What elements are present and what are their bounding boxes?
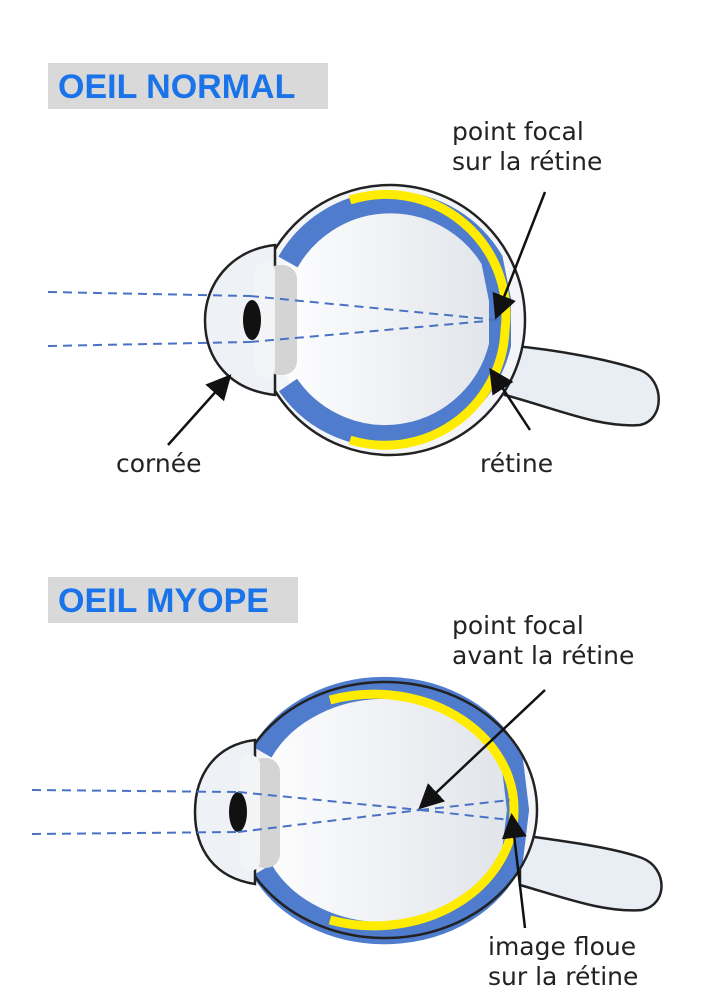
normal-title: OEIL NORMAL <box>58 68 295 106</box>
myopic-ray-top-inside <box>237 791 421 811</box>
myopic-vitreous-body <box>249 698 521 922</box>
myopic-ray-top-outside <box>31 789 239 793</box>
normal-eye-diagram: OEIL NORMAL point focal sur la rétine co… <box>47 63 660 478</box>
myopic-ray-diverge-bottom <box>419 809 511 821</box>
myopic-optic-nerve <box>518 833 663 912</box>
pupil <box>243 300 261 340</box>
retina-arrow <box>489 367 532 431</box>
myopic-eye-diagram: OEIL MYOPE point focal avant la rétine i… <box>31 577 663 991</box>
normal-focal-arrow <box>492 191 547 320</box>
blur-label-line2: sur la rétine <box>488 962 638 991</box>
normal-ray-top-outside <box>47 291 251 297</box>
myopic-ray-bottom-outside <box>31 831 239 835</box>
myopic-focal-label-line1: point focal <box>452 611 584 640</box>
blur-arrow <box>501 813 527 929</box>
normal-ray-bottom-inside <box>249 319 499 343</box>
normal-ray-top-inside <box>249 295 499 321</box>
myopic-pupil <box>229 792 247 832</box>
cornea-label: cornée <box>116 449 202 478</box>
optic-nerve <box>503 343 660 427</box>
myopic-focal-label-line2: avant la rétine <box>452 641 634 670</box>
normal-focal-label-line2: sur la rétine <box>452 147 602 176</box>
normal-ray-bottom-outside <box>47 341 251 347</box>
retina-label: rétine <box>480 449 553 478</box>
normal-focal-label-line1: point focal <box>452 117 584 146</box>
blur-label-line1: image floue <box>488 932 636 961</box>
myopic-ray-bottom-inside <box>237 809 421 833</box>
normal-title-bg <box>48 63 328 109</box>
vitreous-body <box>272 202 508 438</box>
myopic-title-bg <box>48 577 298 623</box>
myopic-focal-arrow <box>418 689 546 810</box>
cornea-arrow <box>167 374 232 446</box>
myopic-retina-layer <box>328 689 519 931</box>
myopic-iris <box>240 755 260 871</box>
myopic-title: OEIL MYOPE <box>58 582 269 620</box>
iris <box>255 262 275 378</box>
retina-layer <box>348 189 511 450</box>
